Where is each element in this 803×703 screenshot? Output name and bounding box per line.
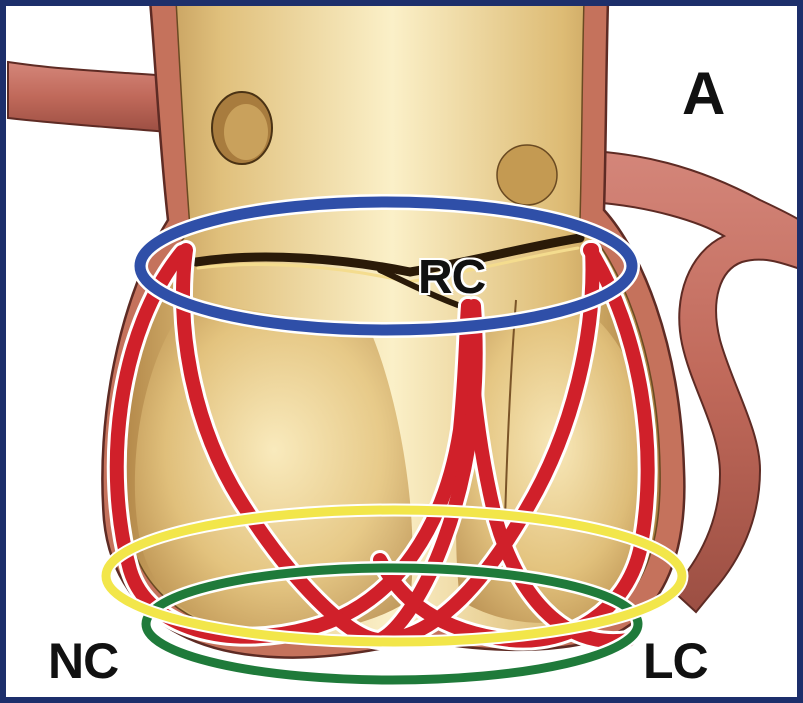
non-coronary-sinus: [135, 300, 413, 634]
panel-letter: A: [682, 64, 724, 124]
right-coronary-cusp-label: RC: [418, 254, 485, 302]
right-coronary-ostium: [497, 145, 557, 205]
left-coronary-ostium-shade: [224, 104, 268, 160]
non-coronary-cusp-label: NC: [48, 636, 118, 686]
left-coronary-cusp-label: LC: [643, 636, 708, 686]
